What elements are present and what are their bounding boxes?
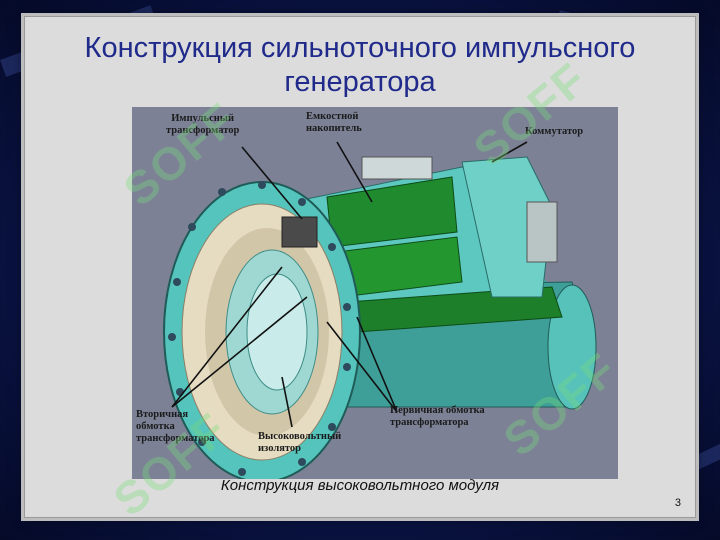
label-commutator: Коммутатор: [525, 126, 584, 137]
label-primary-winding: Первичная обмотка трансформатора: [390, 405, 485, 428]
page-number: 3: [674, 497, 681, 509]
label-secondary-winding: Вторичная обмотка трансформатора: [136, 409, 215, 444]
generator-figure: Импульсный трансформатор Емкостной накоп…: [132, 107, 618, 479]
label-hv-insulator: Высоковольтный изолятор: [258, 431, 342, 454]
slide-title: Конструкция сильноточного импульсного ге…: [84, 32, 636, 98]
figure-caption: Конструкция высоковольтного модуля: [220, 477, 500, 494]
generator-illustration: [132, 107, 618, 479]
slide: Конструкция сильноточного импульсного ге…: [24, 16, 696, 526]
label-pulse-transformer: Импульсный трансформатор: [166, 113, 240, 136]
label-capacitive-storage: Емкостной накопитель: [306, 111, 362, 134]
